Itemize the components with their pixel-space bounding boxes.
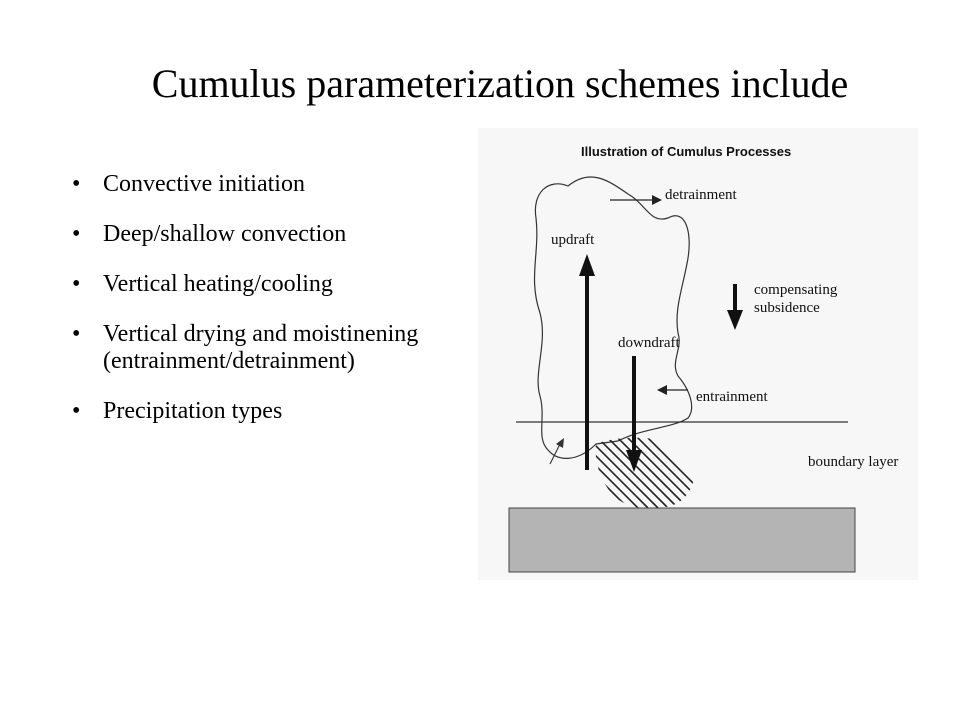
cloud-outline: [533, 176, 693, 459]
entrainment-label: entrainment: [696, 389, 768, 405]
bullet-dot: •: [72, 171, 81, 197]
downdraft-arrow: [626, 356, 642, 472]
bullet-dot: •: [72, 221, 81, 247]
figure-background: [478, 128, 918, 580]
bullet-text: Vertical drying and moistinening (entrai…: [103, 321, 419, 374]
bullet-text: Convective initiation: [103, 171, 305, 197]
slide-title: Cumulus parameterization schemes include: [151, 61, 849, 106]
detrainment-label: detrainment: [665, 187, 737, 203]
bullet-text: Deep/shallow convection: [103, 221, 347, 247]
bullet-item: • Vertical heating/cooling: [72, 271, 452, 298]
bullet-text: Precipitation types: [103, 398, 283, 424]
bullet-item: • Precipitation types: [72, 398, 452, 425]
bullet-list: • Convective initiation • Deep/shallow c…: [72, 171, 452, 448]
updraft-arrow: [579, 254, 595, 470]
bullet-item: • Deep/shallow convection: [72, 221, 452, 248]
cumulus-processes-figure: Illustration of Cumulus Processes updraf: [478, 128, 918, 580]
cumulus-diagram: Illustration of Cumulus Processes updraf: [478, 128, 918, 580]
base-entrainment-arrow: [549, 438, 564, 465]
detrainment-arrow: [610, 195, 662, 205]
subsidence-arrow: [727, 284, 743, 330]
figure-title: Illustration of Cumulus Processes: [581, 144, 791, 159]
entrainment-arrow: [657, 385, 688, 395]
bullet-item: • Vertical drying and moistinening (entr…: [72, 321, 452, 375]
bullet-dot: •: [72, 271, 81, 297]
updraft-label: updraft: [551, 232, 595, 248]
ground-surface: [508, 507, 856, 573]
bullet-dot: •: [72, 398, 81, 424]
subsidence-label: subsidence: [754, 300, 820, 316]
bullet-text: Vertical heating/cooling: [103, 271, 333, 297]
bullet-dot: •: [72, 321, 81, 347]
compensating-label: compensating: [754, 282, 838, 298]
downdraft-label: downdraft: [618, 335, 680, 351]
bullet-item: • Convective initiation: [72, 171, 452, 198]
boundary-layer-label: boundary layer: [808, 454, 898, 470]
